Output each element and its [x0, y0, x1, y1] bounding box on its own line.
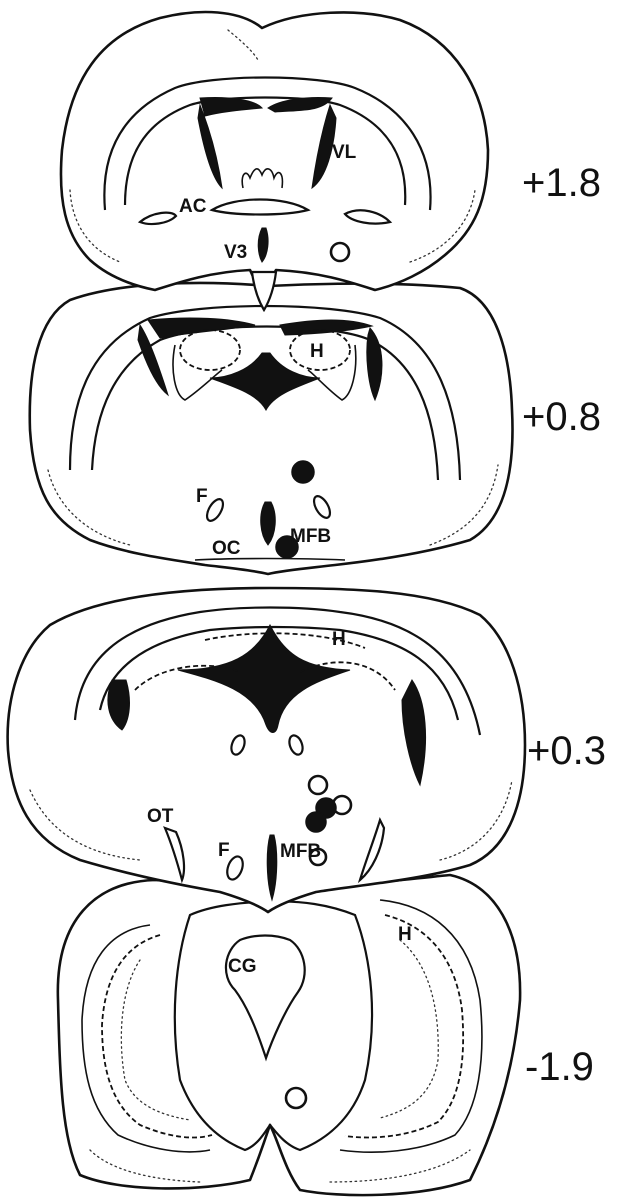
label-h-section-2: H	[310, 341, 324, 362]
section-4-outline	[58, 875, 520, 1195]
section-plus-0-3: H OT F MFB +0.3	[8, 588, 606, 912]
recording-site-open	[331, 243, 349, 261]
section-minus-1-9: CG H -1.9	[58, 875, 594, 1195]
coordinate-plus-0-8: +0.8	[522, 395, 601, 439]
label-v3: V3	[224, 242, 247, 263]
label-mfb-section-2: MFB	[290, 526, 331, 547]
recording-site-filled	[292, 461, 314, 483]
coordinate-plus-1-8: +1.8	[522, 161, 601, 205]
section-plus-0-8: H F OC MFB +0.8	[30, 283, 601, 574]
label-oc: OC	[212, 538, 241, 559]
label-mfb-section-3: MFB	[280, 841, 321, 862]
recording-site-filled	[306, 812, 326, 832]
label-f-section-3: F	[218, 840, 230, 861]
label-h-section-3: H	[332, 629, 346, 650]
label-cg: CG	[228, 956, 257, 977]
label-f-section-2: F	[196, 486, 208, 507]
label-ot: OT	[147, 806, 174, 827]
coordinate-minus-1-9: -1.9	[525, 1045, 594, 1089]
label-h-section-4: H	[398, 924, 412, 945]
label-vl: VL	[332, 142, 357, 163]
label-ac: AC	[179, 196, 207, 217]
recording-site-open	[286, 1088, 306, 1108]
recording-site-open	[309, 776, 327, 794]
coordinate-plus-0-3: +0.3	[527, 729, 606, 773]
section-plus-1-8: VL AC V3 +1.8	[61, 12, 601, 310]
